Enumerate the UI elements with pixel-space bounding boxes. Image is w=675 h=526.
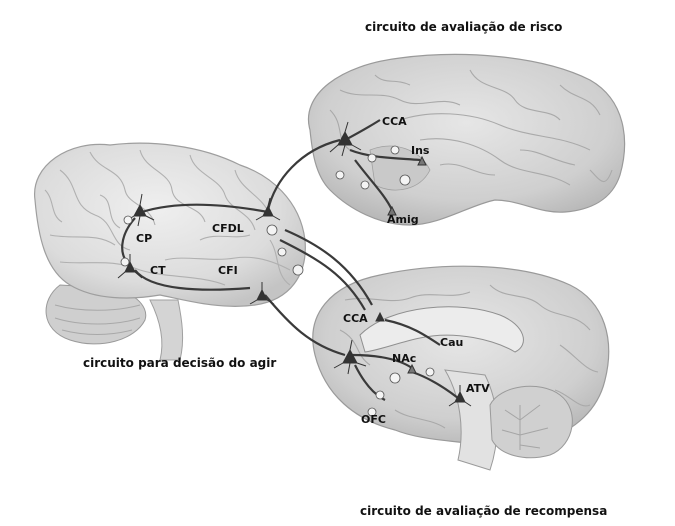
neuron-bottom-cca bbox=[375, 311, 385, 322]
label-ins: Ins bbox=[411, 144, 430, 157]
corpus-callosum bbox=[359, 306, 524, 353]
label-cfi: CFI bbox=[218, 264, 238, 277]
neuron-bottom-main bbox=[333, 339, 367, 375]
label-atv: ATV bbox=[466, 382, 490, 395]
label-cau: Cau bbox=[440, 336, 463, 349]
label-cp: CP bbox=[136, 232, 152, 245]
label-cca-bottom: CCA bbox=[343, 312, 368, 325]
brainstem-left bbox=[149, 299, 184, 361]
caption-action-circuit: circuito para decisão do agir bbox=[83, 356, 277, 370]
neuron-cfdl bbox=[255, 197, 281, 221]
neuron-amig bbox=[387, 205, 397, 216]
label-ofc: OFC bbox=[361, 413, 386, 426]
cerebrum-left bbox=[34, 142, 306, 307]
cerebrum-top bbox=[307, 53, 626, 226]
label-cfdl: CFDL bbox=[212, 222, 244, 235]
label-amig: Amig bbox=[387, 213, 419, 226]
neuron-ct bbox=[117, 254, 143, 279]
caption-reward-circuit: circuito de avaliação de recompensa bbox=[360, 504, 608, 518]
medial-brain-bottom bbox=[312, 265, 610, 471]
neuron-nac bbox=[407, 363, 417, 374]
lateral-brain bbox=[34, 142, 306, 361]
neuron-cp bbox=[125, 193, 155, 227]
cerebellum-bottom bbox=[489, 385, 573, 459]
neurons bbox=[117, 121, 472, 407]
caption-risk-circuit: circuito de avaliação de risco bbox=[365, 20, 563, 34]
interneurons bbox=[120, 145, 435, 417]
neuron-cfi bbox=[249, 282, 275, 305]
neuron-top-cca bbox=[329, 121, 362, 157]
cerebellum-left bbox=[45, 284, 147, 345]
label-ct: CT bbox=[150, 264, 166, 277]
label-cca-top: CCA bbox=[382, 115, 407, 128]
medial-brain-top bbox=[307, 53, 626, 226]
neuron-atv bbox=[448, 385, 472, 407]
label-nac: NAc bbox=[392, 352, 416, 365]
neuron-ins bbox=[417, 155, 427, 166]
